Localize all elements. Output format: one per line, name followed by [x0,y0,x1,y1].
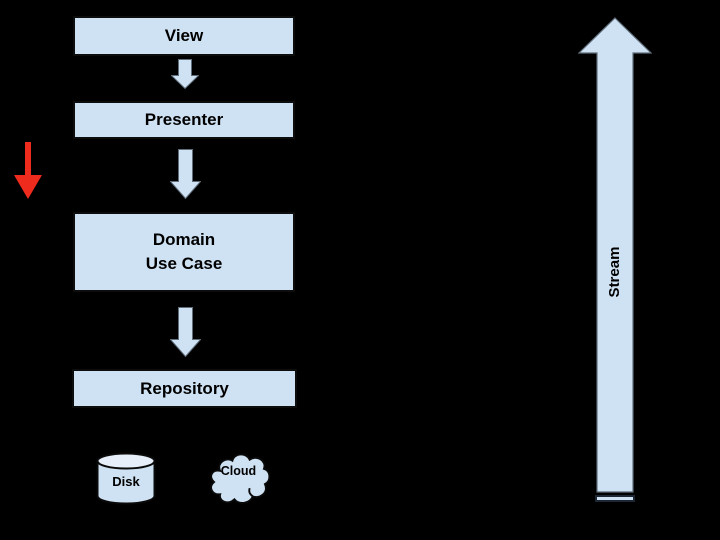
view-box-label: View [164,26,204,45]
domain-use-case-line1: Domain [152,230,216,249]
presenter-box-label: Presenter [144,110,224,129]
stream-up-arrow-icon [578,17,652,493]
view-box: View [73,16,295,56]
repository-box: Repository [72,369,297,408]
cloud-icon [210,453,271,504]
domain-use-case-line2: Use Case [145,254,223,273]
stream-label: Stream [606,246,623,298]
presenter-box: Presenter [73,101,295,139]
domain-use-case-box: Domain Use Case [73,212,295,292]
stream-base-line [595,495,635,502]
disk-icon [96,452,156,505]
down-arrow-icon [171,59,199,89]
red-down-arrow-icon [14,142,42,199]
repository-box-label: Repository [140,378,229,398]
down-arrow-icon [170,149,201,199]
down-arrow-icon [170,307,201,357]
